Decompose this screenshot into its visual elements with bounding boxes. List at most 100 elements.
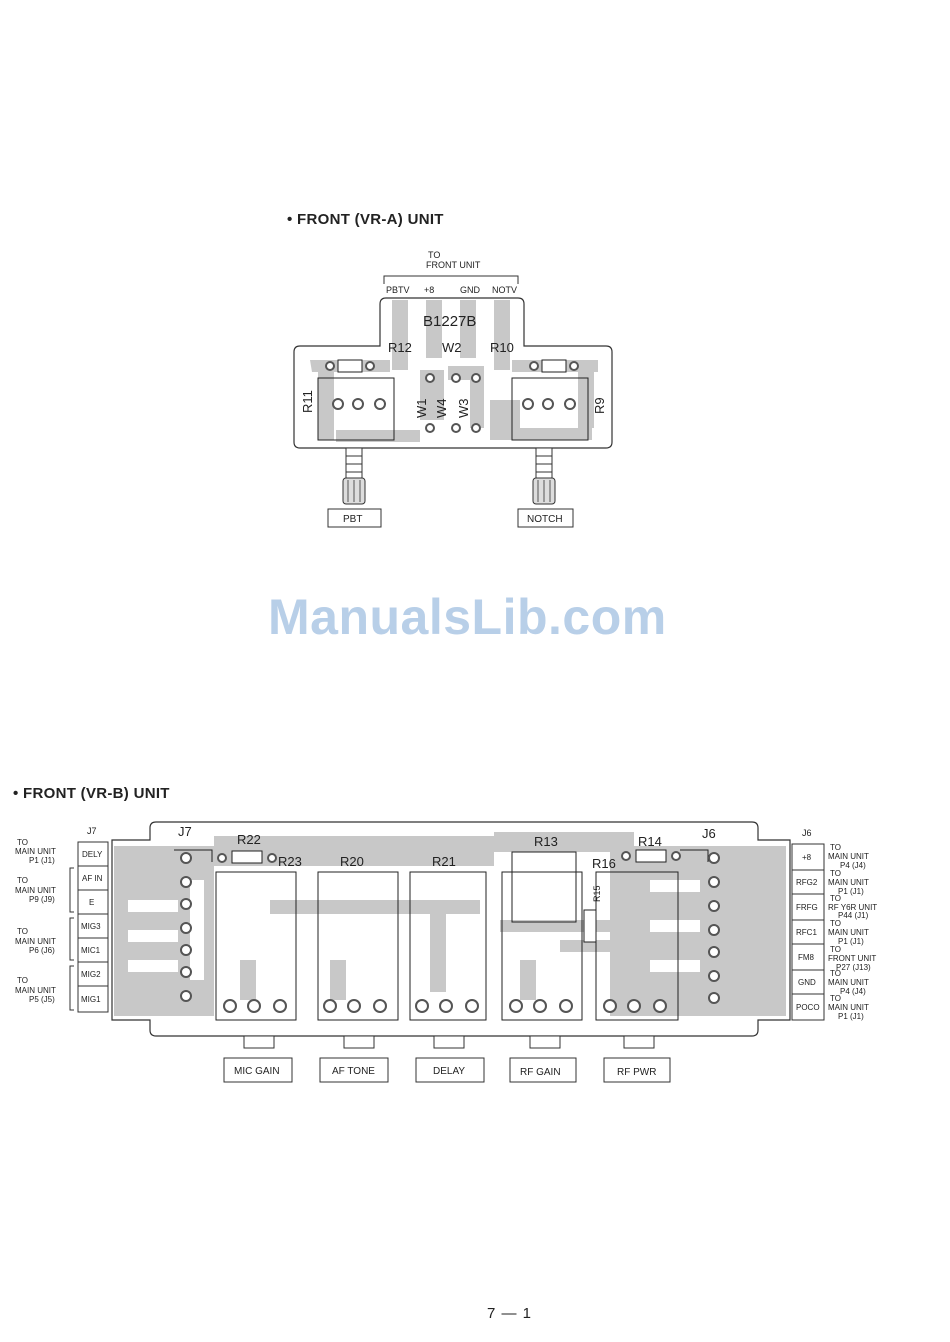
svg-text:MAIN UNIT: MAIN UNIT	[15, 886, 56, 895]
vra-label-box-pbt	[327, 508, 382, 528]
vrb-right-pin-1: RFG2	[796, 878, 818, 887]
svg-text:MAIN UNIT: MAIN UNIT	[828, 978, 869, 987]
watermark: ManualsLib.com	[268, 589, 667, 645]
vrb-knob-label-1: AF TONE	[332, 1066, 375, 1077]
svg-text:P1 (J1): P1 (J1)	[838, 887, 864, 896]
vrb-ref-r16: R16	[592, 856, 616, 871]
svg-text:TO: TO	[830, 843, 841, 852]
svg-text:TO: TO	[830, 945, 841, 954]
svg-text:P6 (J6): P6 (J6)	[29, 946, 55, 955]
vrb-left-pin-6: MIG1	[81, 995, 101, 1004]
vrb-left-pin-3: MIG3	[81, 922, 101, 931]
vrb-ref-j7: J7	[178, 824, 192, 839]
vra-ref-w4: W4	[434, 399, 449, 419]
svg-text:TO: TO	[830, 969, 841, 978]
vrb-knob-label-3: RF GAIN	[520, 1067, 561, 1078]
vrb-right-pins	[791, 843, 825, 1021]
vra-label-notch: NOTCH	[527, 514, 563, 525]
vrb-left-pin-4: MIC1	[81, 946, 101, 955]
vrb-knob-label-boxes	[223, 1057, 671, 1083]
page-number: 7 — 1	[487, 1305, 533, 1322]
vra-pin-gnd: GND	[460, 285, 481, 295]
svg-text:TO: TO	[830, 994, 841, 1003]
vra-ref-r9: R9	[592, 397, 607, 414]
vrb-left-braces	[69, 867, 74, 1011]
vrb-ref-r22: R22	[237, 832, 261, 847]
svg-text:P1 (J1): P1 (J1)	[838, 1012, 864, 1021]
svg-text:P4 (J4): P4 (J4)	[840, 987, 866, 996]
svg-text:P9 (J9): P9 (J9)	[29, 895, 55, 904]
vrb-r22-body	[231, 850, 263, 864]
svg-text:MAIN UNIT: MAIN UNIT	[828, 878, 869, 887]
svg-text:P1 (J1): P1 (J1)	[838, 937, 864, 946]
vra-label-pbt: PBT	[343, 514, 362, 525]
vrb-right-pin-6: POCO	[796, 1003, 820, 1012]
svg-text:MAIN UNIT: MAIN UNIT	[828, 852, 869, 861]
svg-text:RF Y6R UNIT: RF Y6R UNIT	[828, 903, 877, 912]
vra-copper	[310, 300, 598, 442]
vra-pin-notv: NOTV	[492, 285, 517, 295]
svg-text:P4 (J4): P4 (J4)	[840, 861, 866, 870]
vra-r10-body	[541, 359, 567, 373]
vrb-r14-body	[635, 849, 667, 863]
svg-text:P44 (J1): P44 (J1)	[838, 911, 869, 920]
vrb-r15-body	[583, 909, 597, 943]
vrb-ref-r13: R13	[534, 834, 558, 849]
vrb-board-outline	[111, 821, 791, 1037]
vrb-j7-label: J7	[87, 826, 97, 836]
svg-text:TO: TO	[17, 838, 28, 847]
vrb-knob-stubs	[243, 1035, 655, 1049]
vrb-right-pin-5: GND	[798, 978, 816, 987]
vra-label-box-notch	[517, 508, 574, 528]
vra-ref-w3: W3	[456, 399, 471, 419]
svg-text:P27 (J13): P27 (J13)	[836, 963, 871, 972]
svg-text:TO: TO	[830, 919, 841, 928]
vrb-ref-r20: R20	[340, 854, 364, 869]
vra-pot-right	[511, 377, 589, 441]
vrb-ref-r23: R23	[278, 854, 302, 869]
vra-knob-pbt	[342, 447, 366, 505]
vra-board-code: B1227B	[423, 313, 476, 330]
vra-pin-pbtv: PBTV	[386, 285, 410, 295]
vrb-pads	[180, 851, 720, 1013]
svg-text:MAIN UNIT: MAIN UNIT	[15, 847, 56, 856]
vra-ref-r10: R10	[490, 340, 514, 355]
vra-r12-body	[337, 359, 363, 373]
vrb-copper	[114, 832, 786, 1016]
svg-text:MAIN UNIT: MAIN UNIT	[828, 1003, 869, 1012]
vrb-right-pin-2: FRFG	[796, 903, 818, 912]
vrb-ref-r15: R15	[592, 885, 602, 902]
svg-text:MAIN UNIT: MAIN UNIT	[15, 986, 56, 995]
vra-ref-w2: W2	[442, 340, 462, 355]
vra-pin-plus8: +8	[424, 285, 434, 295]
vrb-j7-bracket	[174, 849, 213, 862]
vrb-r13-outline	[511, 851, 577, 923]
vra-ref-w1: W1	[414, 399, 429, 419]
vrb-knob-label-2: DELAY	[433, 1066, 465, 1077]
vrb-knob-label-0: MIC GAIN	[234, 1066, 280, 1077]
svg-text:MAIN UNIT: MAIN UNIT	[15, 937, 56, 946]
svg-text:P1 (J1): P1 (J1)	[29, 856, 55, 865]
vrb-ref-j6: J6	[702, 826, 716, 841]
vrb-left-pin-2: E	[89, 898, 94, 907]
svg-text:TO: TO	[830, 869, 841, 878]
vra-ref-r12: R12	[388, 340, 412, 355]
vrb-ref-r14: R14	[638, 834, 662, 849]
vrb-right-pin-3: RFC1	[796, 928, 817, 937]
svg-text:TO: TO	[17, 976, 28, 985]
vrb-j6-bracket	[680, 849, 709, 862]
svg-text:FRONT UNIT: FRONT UNIT	[828, 954, 876, 963]
vrb-right-pin-4: FM8	[798, 953, 815, 962]
vra-knob-notch	[532, 447, 556, 505]
vrb-j6-label: J6	[802, 828, 812, 838]
vra-to-line1: TO	[428, 250, 440, 260]
vra-pads	[325, 361, 579, 433]
svg-text:TO: TO	[17, 927, 28, 936]
svg-text:TO: TO	[830, 894, 841, 903]
vrb-ref-r21: R21	[432, 854, 456, 869]
vrb-left-pin-1: AF IN	[82, 874, 103, 883]
vra-title: • FRONT (VR-A) UNIT	[287, 211, 444, 228]
vrb-copper-gaps	[128, 880, 700, 980]
